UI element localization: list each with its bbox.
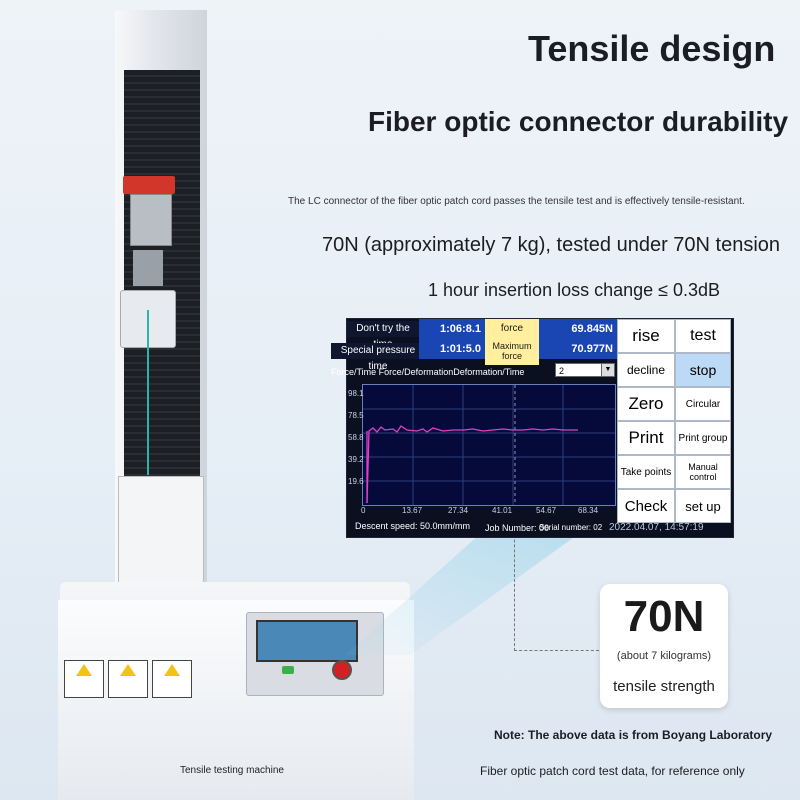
zero-button[interactable]: Zero bbox=[617, 387, 675, 421]
row1-value: 69.845N bbox=[539, 319, 617, 339]
decline-button[interactable]: decline bbox=[617, 353, 675, 387]
x-tick-5: 54.67 bbox=[536, 506, 557, 515]
upper-clamp bbox=[123, 176, 175, 194]
rise-button[interactable]: rise bbox=[617, 319, 675, 353]
row2-time: 1:01:5.0 bbox=[419, 339, 485, 359]
result-value: 70N bbox=[623, 592, 705, 641]
y-tick-3: 58.8 bbox=[348, 433, 364, 442]
mini-screen bbox=[256, 620, 358, 662]
y-tick-5: 19.6 bbox=[348, 477, 364, 486]
x-tick-6: 68.34 bbox=[578, 506, 599, 515]
emergency-stop-button[interactable] bbox=[332, 660, 352, 680]
result-note: (about 7 kilograms) bbox=[616, 650, 712, 662]
row2-value: 70.977N bbox=[539, 339, 617, 359]
warning-label-3 bbox=[152, 660, 192, 698]
y-tick-4: 39.2 bbox=[348, 455, 364, 464]
serial-number: Serial number: 02 bbox=[539, 523, 603, 532]
print-group-button[interactable]: Print group bbox=[675, 421, 731, 455]
stop-button[interactable]: stop bbox=[675, 353, 731, 387]
warning-icon bbox=[120, 664, 136, 676]
x-tick-2: 13.67 bbox=[402, 506, 423, 515]
spec-loss: 1 hour insertion loss change ≤ 0.3dB bbox=[428, 280, 721, 300]
check-button[interactable]: Check bbox=[617, 489, 675, 523]
mode-select[interactable]: 2 ▼ bbox=[555, 363, 615, 377]
y-tick-2: 78.5 bbox=[348, 411, 364, 420]
page-subtitle: Fiber optic connector durability bbox=[368, 106, 789, 137]
circular-button[interactable]: Circular bbox=[675, 387, 731, 421]
spec-tension: 70N (approximately 7 kg), tested under 7… bbox=[322, 234, 781, 256]
row2-type: Maximum force bbox=[485, 339, 539, 365]
result-card: 70N (about 7 kilograms) tensile strength bbox=[600, 584, 728, 708]
take-points-button[interactable]: Take points bbox=[617, 455, 675, 489]
x-tick-3: 27.34 bbox=[448, 506, 469, 515]
warning-label-2 bbox=[108, 660, 148, 698]
warning-icon bbox=[76, 664, 92, 676]
manual-control-button[interactable]: Manual control bbox=[675, 455, 731, 489]
load-cell bbox=[130, 194, 172, 246]
row1-type: force bbox=[485, 319, 539, 339]
dashed-leader-line bbox=[514, 500, 599, 651]
warning-label-1 bbox=[64, 660, 104, 698]
print-button[interactable]: Print bbox=[617, 421, 675, 455]
mode-label: Force/Time Force/DeformationDeformation/… bbox=[331, 367, 525, 377]
job-number: Job Number: 00 bbox=[485, 523, 550, 533]
descent-speed: Descent speed: 50.0mm/mm bbox=[355, 521, 471, 531]
chevron-down-icon: ▼ bbox=[601, 364, 614, 376]
footer-note-1: Note: The above data is from Boyang Labo… bbox=[494, 728, 773, 742]
fiber-cable bbox=[147, 310, 149, 475]
result-label: tensile strength bbox=[613, 678, 715, 695]
description-text: The LC connector of the fiber optic patc… bbox=[288, 196, 745, 207]
test-button[interactable]: test bbox=[675, 319, 731, 353]
upper-grip bbox=[133, 250, 163, 286]
force-plot bbox=[362, 384, 616, 506]
x-tick-4: 41.01 bbox=[492, 506, 513, 515]
datetime: 2022.04.07, 14:57:19 bbox=[609, 522, 704, 533]
lower-cover bbox=[118, 476, 204, 588]
footer-note-2: Fiber optic patch cord test data, for re… bbox=[480, 764, 745, 778]
machine-caption: Tensile testing machine bbox=[180, 765, 284, 776]
warning-icon bbox=[164, 664, 180, 676]
y-tick-1: 98.1 bbox=[348, 389, 364, 398]
set-up-button[interactable]: set up bbox=[675, 489, 731, 523]
page-title: Tensile design bbox=[528, 28, 776, 69]
start-button[interactable] bbox=[282, 666, 294, 674]
row1-label: Don't try the time bbox=[347, 321, 419, 350]
row2-label: Special pressure time bbox=[331, 343, 425, 372]
x-tick-1: 0 bbox=[361, 506, 366, 515]
force-curve bbox=[366, 425, 578, 504]
row1-time: 1:06:8.1 bbox=[419, 319, 485, 339]
mode-select-value: 2 bbox=[559, 366, 565, 376]
force-curve-svg bbox=[363, 385, 615, 505]
